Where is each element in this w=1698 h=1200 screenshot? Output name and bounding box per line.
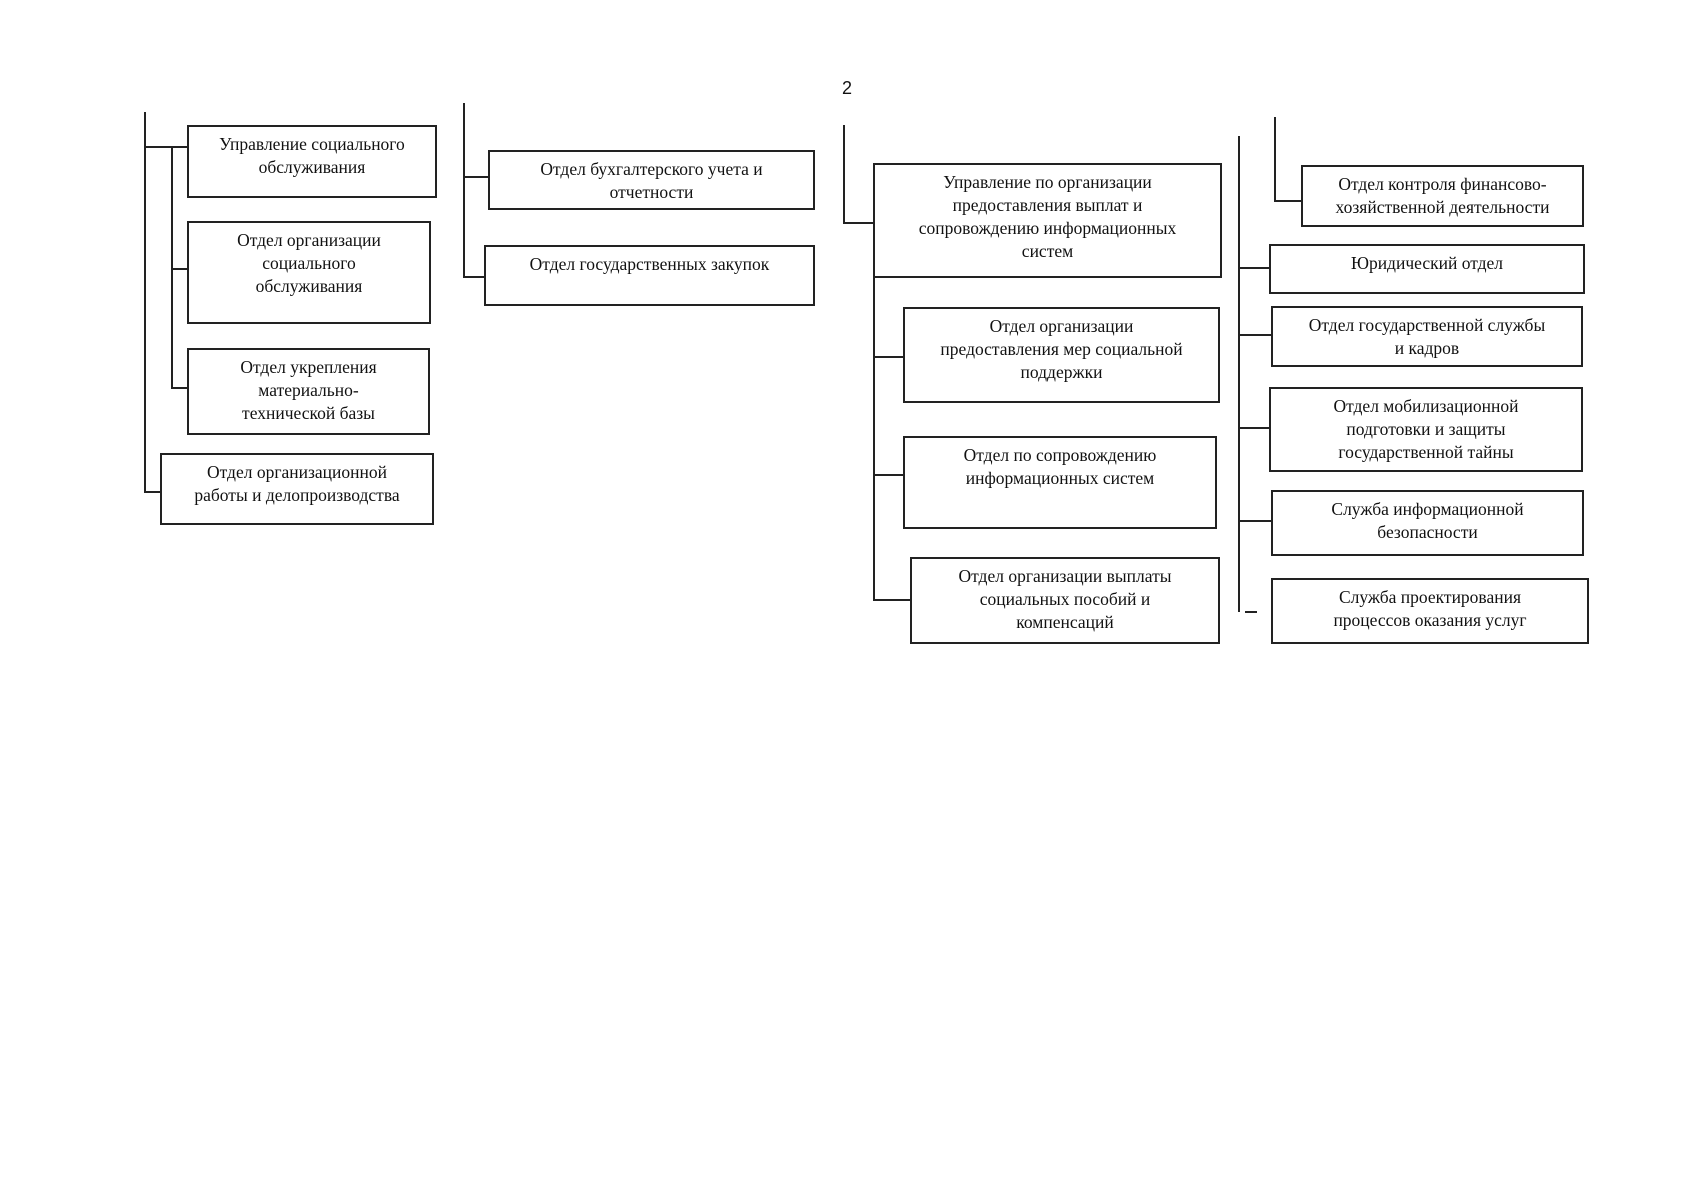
connector-line xyxy=(171,146,173,388)
social-service-org-dept-box: Отдел организации социального обслуживан… xyxy=(187,221,431,324)
infosec-service-box: Служба информационной безопасности xyxy=(1271,490,1584,556)
process-design-service-box: Служба проектирования процессов оказания… xyxy=(1271,578,1589,644)
connector-line xyxy=(463,276,484,278)
connector-line xyxy=(144,146,187,148)
connector-line xyxy=(873,599,910,601)
connector-line xyxy=(1238,427,1269,429)
procurement-dept-box: Отдел государственных закупок xyxy=(484,245,815,306)
connector-line xyxy=(873,474,903,476)
connector-line xyxy=(1238,267,1269,269)
connector-line xyxy=(171,387,187,389)
social-support-dept-box: Отдел организации предоставления мер соц… xyxy=(903,307,1220,403)
material-base-dept-box: Отдел укрепления материально- техническо… xyxy=(187,348,430,435)
civil-service-dept-box: Отдел государственной службы и кадров xyxy=(1271,306,1583,367)
connector-line xyxy=(873,356,903,358)
benefits-payment-dept-box: Отдел организации выплаты социальных пос… xyxy=(910,557,1220,644)
fin-control-dept-box: Отдел контроля финансово- хозяйственной … xyxy=(1301,165,1584,227)
connector-line xyxy=(1238,136,1240,612)
connector-line xyxy=(1238,334,1271,336)
connector-line xyxy=(171,268,187,270)
connector-line xyxy=(1274,117,1276,201)
payments-is-admin-box: Управление по организации предоставления… xyxy=(873,163,1222,278)
connector-line xyxy=(463,176,488,178)
page-number: 2 xyxy=(842,78,853,98)
connector-line xyxy=(843,222,873,224)
org-work-dept-box: Отдел организационной работы и делопроиз… xyxy=(160,453,434,525)
connector-line xyxy=(1245,611,1257,613)
connector-line xyxy=(1238,520,1271,522)
connector-line xyxy=(843,125,845,223)
accounting-dept-box: Отдел бухгалтерского учета и отчетности xyxy=(488,150,815,210)
legal-dept-box: Юридический отдел xyxy=(1269,244,1585,294)
connector-line xyxy=(144,112,146,492)
social-service-admin-box: Управление социального обслуживания xyxy=(187,125,437,198)
is-support-dept-box: Отдел по сопровождению информационных си… xyxy=(903,436,1217,529)
connector-line xyxy=(1274,200,1301,202)
connector-line xyxy=(144,491,160,493)
connector-line xyxy=(873,277,875,601)
mobilization-dept-box: Отдел мобилизационной подготовки и защит… xyxy=(1269,387,1583,472)
connector-line xyxy=(463,103,465,278)
